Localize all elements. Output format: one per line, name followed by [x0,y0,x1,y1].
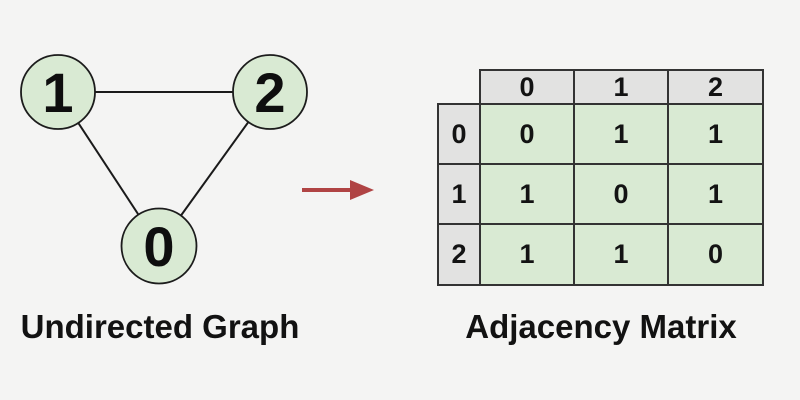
arrow-shaft [302,188,352,192]
matrix-col-header: 0 [479,69,575,105]
graph-node-1-label: 1 [42,61,73,124]
matrix-header-row: 0 1 2 [438,69,764,105]
right-arrow-icon [302,180,374,200]
arrow-head [350,180,374,200]
matrix-cell: 1 [479,223,575,286]
graph-node-1 [20,54,96,130]
matrix-row-header: 2 [437,223,481,286]
matrix-row-header: 1 [437,163,481,225]
matrix-cell: 1 [667,103,764,165]
matrix-row: 2 1 1 0 [437,223,764,286]
matrix-cell: 1 [479,163,575,225]
matrix-col-header: 1 [573,69,669,105]
graph-node-0-label: 0 [143,215,174,278]
adjacency-matrix-table: 0 1 2 0 0 1 1 1 1 0 1 2 1 1 0 [437,69,764,286]
matrix-col-header: 2 [667,69,764,105]
undirected-graph: 1 2 0 [20,54,308,285]
graph-caption: Undirected Graph [20,308,300,345]
matrix-row-header: 0 [437,103,481,165]
matrix-cell: 1 [667,163,764,225]
matrix-row: 1 1 0 1 [437,163,764,225]
matrix-cell: 0 [667,223,764,286]
matrix-cell: 0 [573,163,669,225]
matrix-cell: 0 [479,103,575,165]
matrix-cell: 1 [573,223,669,286]
graph-node-2 [232,54,308,130]
matrix-row: 0 0 1 1 [437,103,764,165]
graph-node-2-label: 2 [254,61,285,124]
matrix-caption: Adjacency Matrix [465,308,737,345]
matrix-corner-cell [438,70,481,105]
matrix-cell: 1 [573,103,669,165]
graph-node-0 [120,207,198,285]
